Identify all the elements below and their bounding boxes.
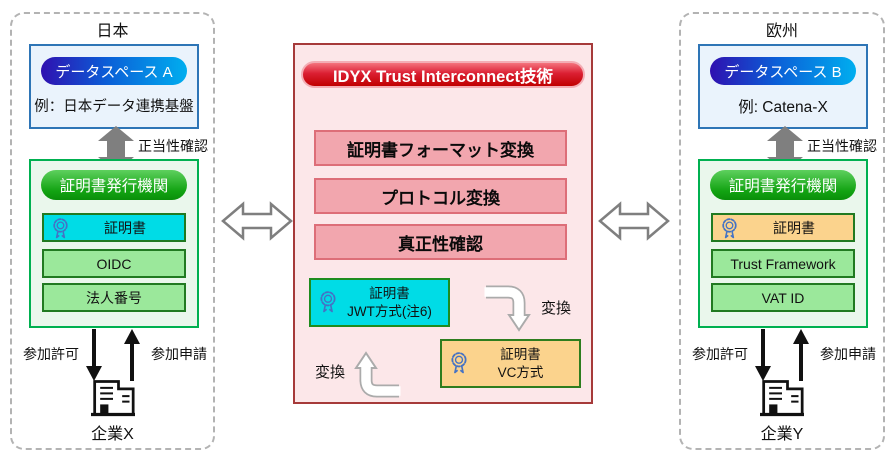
vc-line1: 証明書 xyxy=(500,346,541,362)
company-building-icon xyxy=(756,376,808,420)
certificate-authority-box-japan: 証明書発行機関 証明書 OIDC 法人番号 xyxy=(29,159,199,328)
region-europe-title: 欧州 xyxy=(765,23,798,40)
function-certificate-format-conversion: 証明書フォーマット変換 xyxy=(314,130,567,166)
region-japan: 日本 データスペース A 例：日本データ連携基盤 正当性確認 証明書発行機関 証… xyxy=(10,12,215,450)
certificate-vc-box: 証明書 VC方式 xyxy=(440,339,581,388)
credential-item-label: 証明書 xyxy=(104,219,146,236)
dataspace-a-pill: データスペース A xyxy=(41,57,187,85)
certificate-authority-title: 証明書発行機関 xyxy=(41,170,187,200)
interconnect-right-double-arrow-icon xyxy=(598,197,670,245)
convert-left-up-arrow-icon xyxy=(350,348,402,400)
rosette-icon xyxy=(720,216,739,240)
region-europe: 欧州 データスペース B 例: Catena-X 正当性確認 証明書発行機関 証… xyxy=(679,12,885,450)
validity-label: 正当性確認 xyxy=(807,138,877,154)
dataspace-b-pill: データスペース B xyxy=(710,57,856,85)
permit-label: 参加許可 xyxy=(23,346,79,362)
credential-item-label: 法人番号 xyxy=(86,289,142,306)
credential-item-corporate-number: 法人番号 xyxy=(42,283,186,312)
permit-down-arrow-icon xyxy=(84,328,104,382)
dataspace-b-example: 例: Catena-X xyxy=(738,99,828,116)
dataspace-a-box: データスペース A 例：日本データ連携基盤 xyxy=(29,44,199,129)
apply-label: 参加申請 xyxy=(820,346,876,362)
permit-down-arrow-icon xyxy=(753,328,773,382)
apply-label: 参加申請 xyxy=(151,346,207,362)
company-x-label: 企業X xyxy=(91,426,134,443)
function-authenticity-check: 真正性確認 xyxy=(314,224,567,260)
credential-item-label: Trust Framework xyxy=(730,255,836,272)
dataspace-b-box: データスペース B 例: Catena-X xyxy=(698,44,868,129)
credential-item-certificate: 証明書 xyxy=(711,213,855,242)
rosette-icon xyxy=(51,216,70,240)
function-protocol-conversion: プロトコル変換 xyxy=(314,178,567,214)
company-building-icon xyxy=(87,376,139,420)
certificate-authority-title: 証明書発行機関 xyxy=(710,170,856,200)
credential-item-trust-framework: Trust Framework xyxy=(711,249,855,278)
jwt-line2: JWT方式(注6) xyxy=(347,303,432,319)
credential-item-certificate: 証明書 xyxy=(42,213,186,242)
rosette-icon xyxy=(449,350,469,375)
idyx-title-pill: IDYX Trust Interconnect技術 xyxy=(301,61,585,88)
apply-up-arrow-icon xyxy=(791,328,811,382)
region-japan-title: 日本 xyxy=(96,23,129,40)
credential-item-label: OIDC xyxy=(96,255,132,272)
credential-item-label: VAT ID xyxy=(761,289,805,306)
interconnect-left-double-arrow-icon xyxy=(221,197,293,245)
validity-label: 正当性確認 xyxy=(138,138,208,154)
credential-item-label: 証明書 xyxy=(773,219,815,236)
jwt-line1: 証明書 xyxy=(369,285,410,301)
apply-up-arrow-icon xyxy=(122,328,142,382)
dataspace-a-example: 例：日本データ連携基盤 xyxy=(34,99,194,115)
convert-right-down-arrow-icon xyxy=(483,283,535,335)
credential-item-vat-id: VAT ID xyxy=(711,283,855,312)
certificate-jwt-box: 証明書 JWT方式(注6) xyxy=(309,278,450,327)
company-y-label: 企業Y xyxy=(760,426,804,443)
credential-item-oidc: OIDC xyxy=(42,249,186,278)
rosette-icon xyxy=(318,289,338,314)
convert-label-right: 変換 xyxy=(541,300,572,317)
permit-label: 参加許可 xyxy=(692,346,748,362)
convert-label-left: 変換 xyxy=(315,364,346,381)
vc-line2: VC方式 xyxy=(497,364,544,380)
certificate-authority-box-europe: 証明書発行機関 証明書 Trust Framework VAT ID xyxy=(698,159,868,328)
idyx-center-panel: IDYX Trust Interconnect技術 証明書フォーマット変換 プロ… xyxy=(293,43,593,404)
